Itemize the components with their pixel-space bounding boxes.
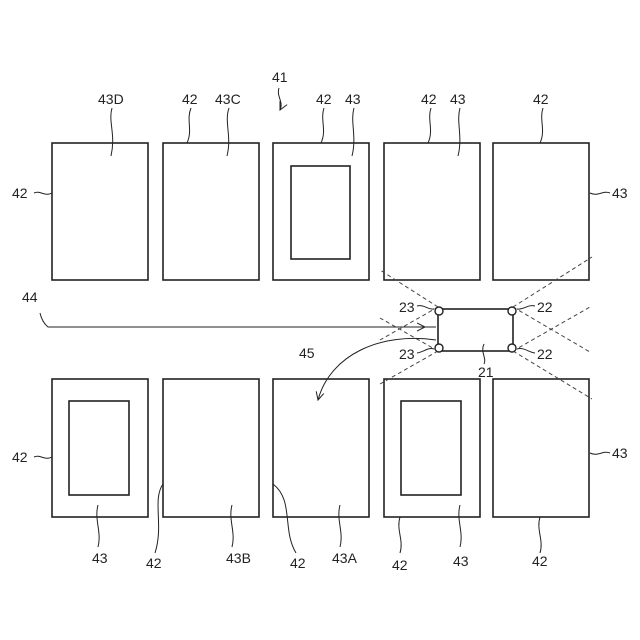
leader-23-top — [417, 306, 434, 310]
label-42-bottom-3: 42 — [392, 557, 408, 573]
label-22-bottom: 22 — [537, 346, 553, 362]
label-42-top-1: 42 — [182, 91, 198, 107]
leader-43-bottom-1 — [97, 505, 99, 547]
top-box-1 — [52, 143, 148, 280]
label-42-top-3: 42 — [421, 91, 437, 107]
label-45: 45 — [299, 345, 315, 361]
leader-43C — [227, 108, 229, 156]
leader-42-bottom-1 — [155, 484, 163, 553]
label-23-top: 23 — [399, 299, 415, 315]
label-42-bottom-1: 42 — [146, 555, 162, 571]
leader-43-right-top — [590, 192, 610, 194]
label-21: 21 — [478, 364, 494, 380]
curved-arrow-45 — [318, 338, 436, 400]
leader-21 — [483, 344, 485, 364]
bottom-box-3 — [273, 379, 369, 517]
bottom-box-2 — [163, 379, 259, 517]
leader-42-bottom-2 — [273, 484, 296, 553]
bottom-box-1-inner — [69, 401, 129, 495]
bottom-box-5 — [493, 379, 589, 517]
label-44: 44 — [22, 289, 38, 305]
label-43D: 43D — [98, 91, 124, 107]
label-42-left-bottom: 42 — [12, 449, 28, 465]
leader-42-top-4 — [540, 108, 543, 143]
leader-23-bottom — [417, 349, 434, 353]
sensor-23-top — [435, 307, 443, 315]
sensor-22-bottom — [508, 344, 516, 352]
leader-22-bottom — [517, 349, 535, 353]
leader-42-top-1 — [187, 108, 191, 143]
label-42-top-2: 42 — [316, 91, 332, 107]
leader-42-left-bottom — [34, 456, 52, 458]
leader-43B — [231, 505, 233, 547]
leader-43-bottom-4 — [459, 505, 461, 547]
top-box-5 — [493, 143, 589, 280]
label-43-top-3: 43 — [345, 91, 361, 107]
leader-42-bottom-3 — [399, 517, 401, 553]
label-43-bottom-4: 43 — [453, 553, 469, 569]
leader-43-top-3 — [352, 108, 354, 156]
top-box-2 — [163, 143, 259, 280]
label-43C: 43C — [215, 91, 241, 107]
label-42-bottom-2: 42 — [290, 555, 306, 571]
leader-42-top-3 — [428, 108, 431, 143]
leader-43D — [111, 108, 113, 156]
vehicle-body — [438, 309, 513, 351]
leader-42-bottom-4 — [539, 517, 541, 553]
sensor-23-bottom — [435, 344, 443, 352]
sensor-22-top — [508, 307, 516, 315]
label-42-bottom-4: 42 — [532, 553, 548, 569]
leader-42-top-2 — [321, 108, 324, 143]
label-22-top: 22 — [537, 299, 553, 315]
path-line-44 — [40, 313, 425, 327]
top-box-4 — [384, 143, 480, 280]
leader-22-top — [517, 306, 535, 310]
label-43-bottom-1: 43 — [92, 550, 108, 566]
leader-41 — [278, 88, 281, 110]
leader-43A — [339, 505, 341, 547]
label-43-top-4: 43 — [450, 91, 466, 107]
leader-43-right-bottom — [590, 452, 610, 454]
leader-42-left-top — [34, 192, 52, 194]
label-43-right-bottom: 43 — [612, 445, 628, 461]
leader-43-top-4 — [458, 108, 460, 156]
bottom-box-4-inner — [401, 401, 461, 495]
bottom-box-4 — [384, 379, 480, 517]
top-box-3-inner — [291, 166, 350, 259]
label-42-left-top: 42 — [12, 185, 28, 201]
label-43B: 43B — [226, 550, 251, 566]
label-41: 41 — [272, 69, 288, 85]
bottom-box-1 — [52, 379, 148, 517]
label-23-bottom: 23 — [399, 346, 415, 362]
label-43A: 43A — [332, 550, 358, 566]
label-42-top-4: 42 — [533, 91, 549, 107]
label-43-right-top: 43 — [612, 185, 628, 201]
